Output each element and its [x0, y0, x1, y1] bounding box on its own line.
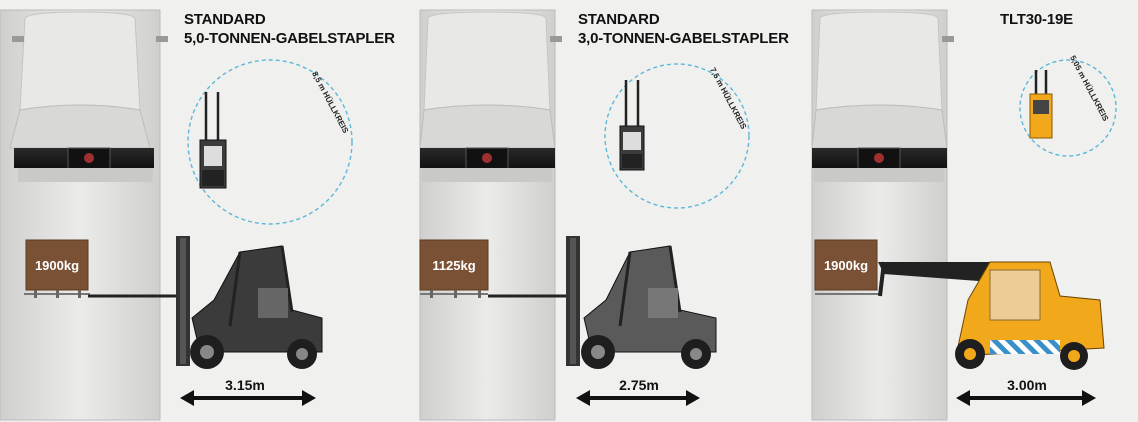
load-pallet-3	[814, 239, 880, 295]
turning-circle-1	[187, 59, 353, 225]
panel-1-dimension-label: 3.15m	[225, 377, 265, 393]
panel-1-title-line1: STANDARD	[184, 11, 266, 28]
forklift-side-view-2	[488, 236, 717, 369]
dimension-arrow-1	[180, 390, 316, 406]
load-pallet-1	[24, 239, 90, 298]
panel-3-title-line1: TLT30-19E	[1000, 11, 1073, 28]
panel-2-title-line2: 3,0-TONNEN-GABELSTAPLER	[578, 30, 789, 47]
forklift-top-view-2	[619, 80, 645, 171]
panel-2-title: STANDARD 3,0-TONNEN-GABELSTAPLER	[578, 10, 789, 48]
forklift-top-view-1	[199, 92, 227, 189]
panel-2-load-label: 1125kg	[432, 258, 476, 273]
panel-1-load-label: 1900kg	[34, 258, 80, 273]
panel-1	[0, 9, 353, 421]
panel-2-title-line1: STANDARD	[578, 11, 660, 28]
panel-1-title: STANDARD 5,0-TONNEN-GABELSTAPLER	[184, 10, 395, 48]
truck-1	[0, 9, 168, 421]
forklift-side-view-1	[88, 236, 323, 369]
panel-2	[419, 9, 750, 421]
panel-3-dimension-label: 3.00m	[1007, 377, 1047, 393]
panel-1-title-line2: 5,0-TONNEN-GABELSTAPLER	[184, 30, 395, 47]
truck-3	[811, 9, 954, 421]
panel-3-load-label: 1900kg	[823, 258, 869, 273]
turning-circle-2	[604, 63, 750, 209]
dimension-arrow-3	[956, 390, 1096, 406]
telehandler-top-view	[1029, 70, 1053, 139]
truck-2	[419, 9, 562, 421]
panel-2-dimension-label: 2.75m	[619, 377, 659, 393]
dimension-arrow-2	[576, 390, 700, 406]
panel-3-title: TLT30-19E	[1000, 10, 1073, 29]
telehandler-side-view	[878, 261, 1105, 370]
panel-3	[811, 9, 1117, 421]
load-pallet-2	[419, 239, 489, 298]
turning-circle-3	[1019, 59, 1117, 157]
